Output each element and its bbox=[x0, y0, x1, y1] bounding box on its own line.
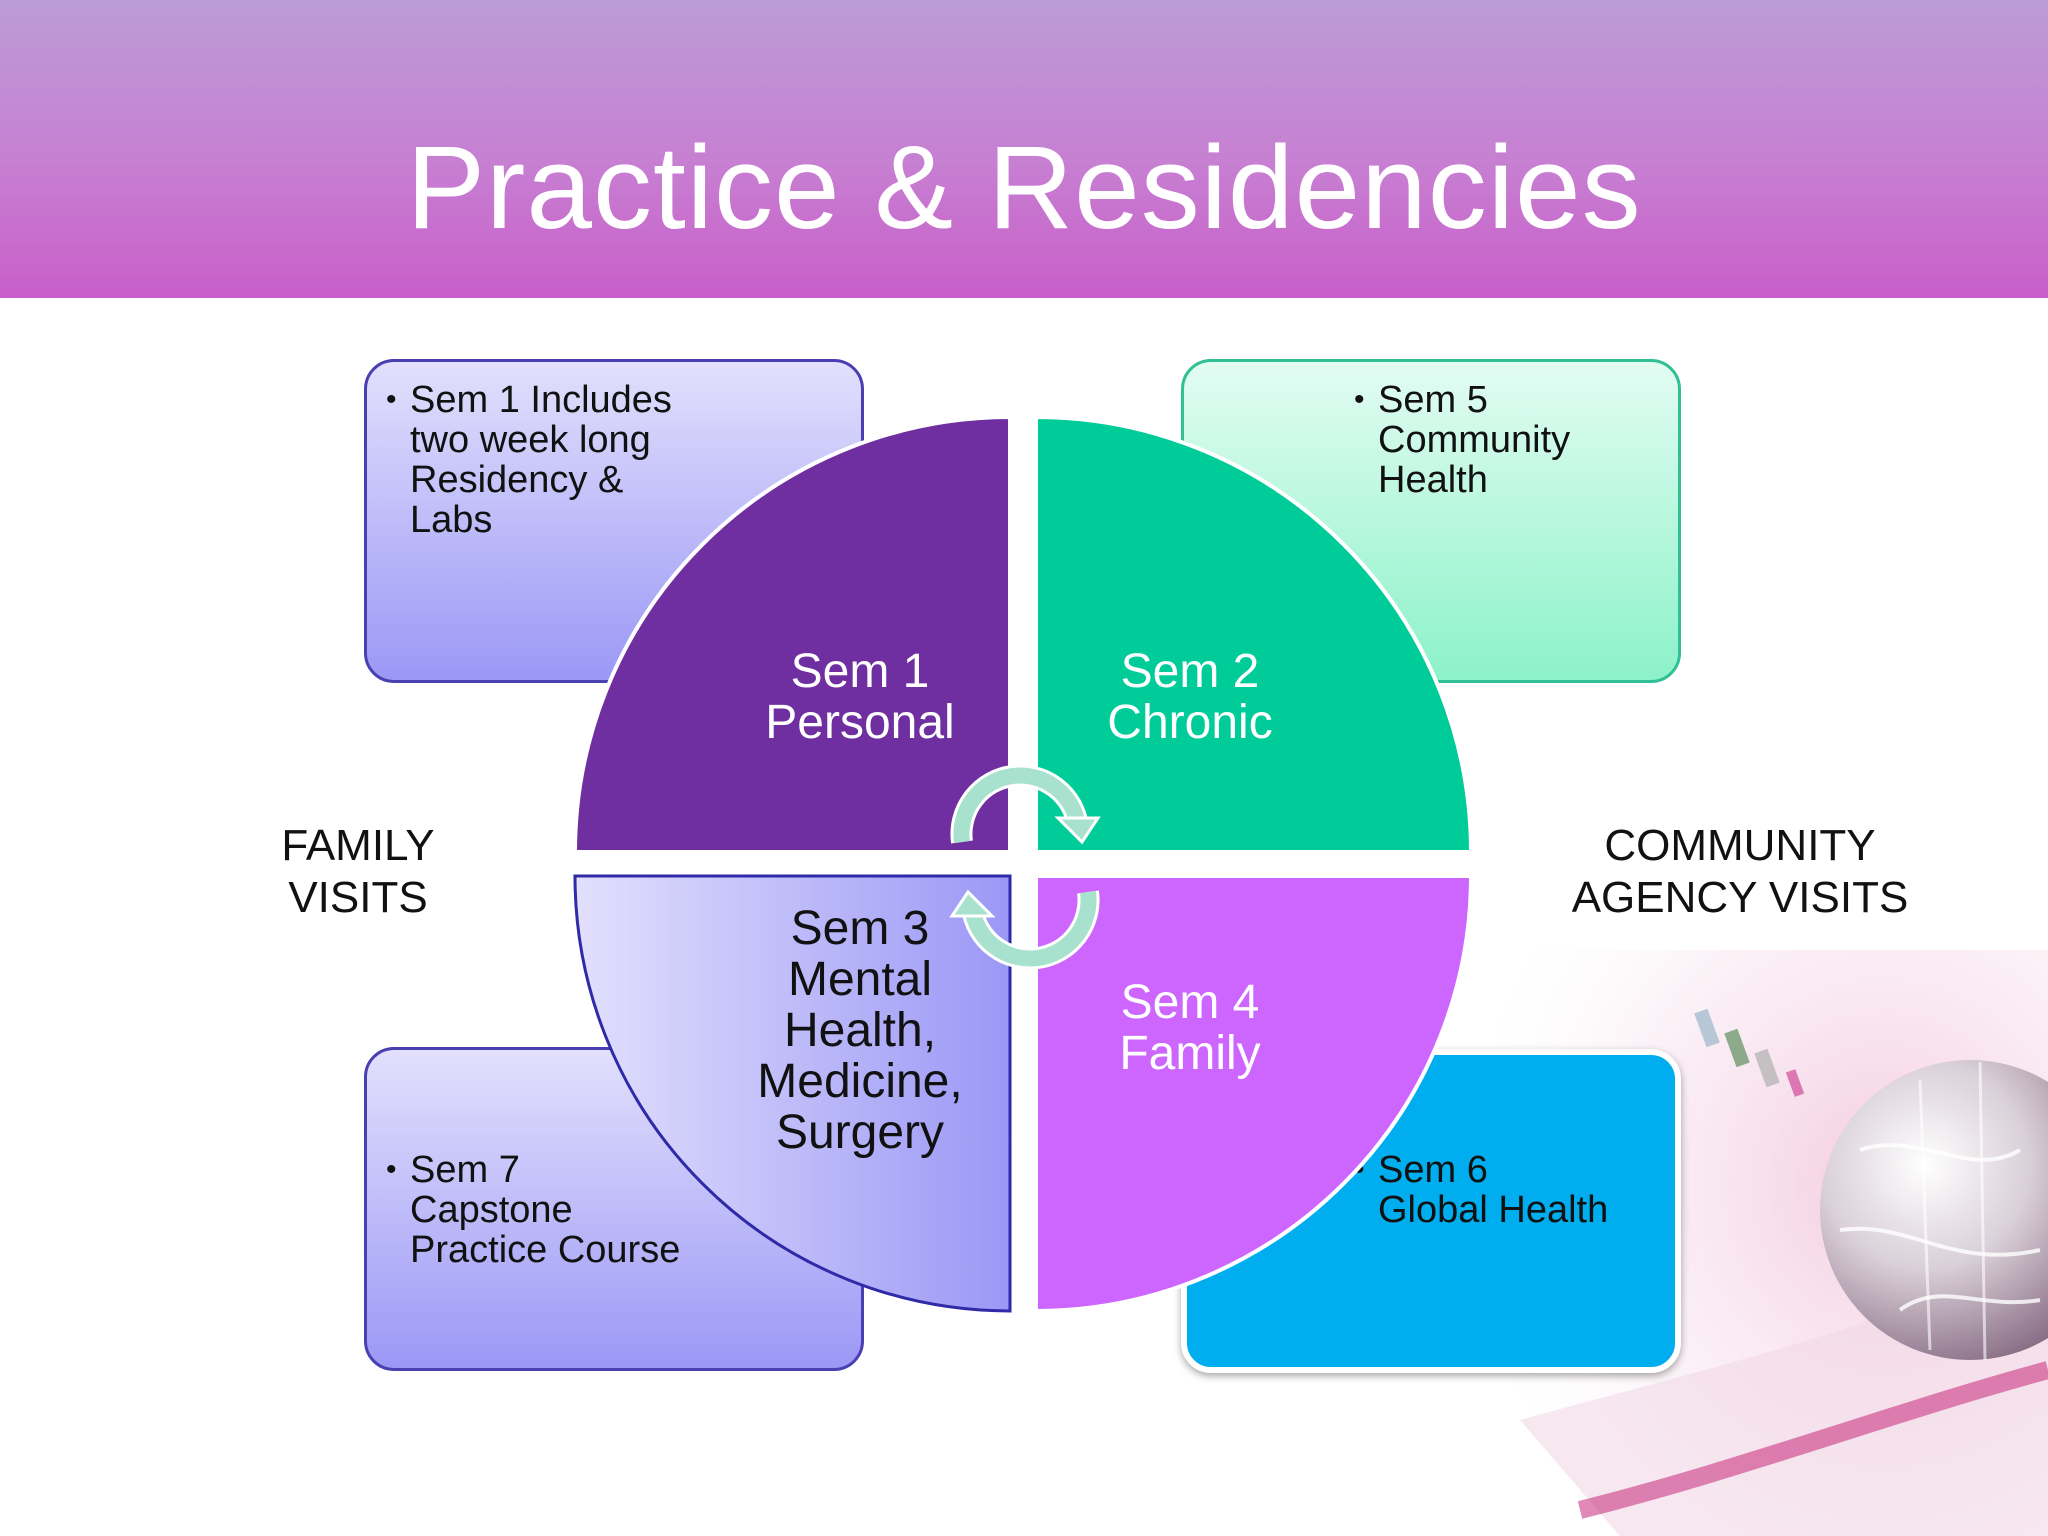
sem7-bullet-text: Sem 7 Capstone Practice Course bbox=[386, 1150, 680, 1270]
quadrant-sem2 bbox=[1034, 414, 1474, 854]
sem1-bullet-text: Sem 1 Includes two week long Residency &… bbox=[386, 380, 672, 540]
quadrant-sem4-label: Sem 4 Family bbox=[1119, 976, 1261, 1080]
family-visits-label: FAMILY VISITS bbox=[281, 821, 435, 922]
community-agency-visits-label: COMMUNITY AGENCY VISITS bbox=[1571, 821, 1909, 922]
quadrant-sem3-label: Sem 3 Mental Health, Medicine, Surgery bbox=[757, 902, 963, 1159]
circular-arrows-icon bbox=[949, 764, 1101, 970]
quadrant-sem3 bbox=[573, 874, 1012, 1313]
quadrant-sem4 bbox=[1034, 874, 1474, 1314]
sem6-bullet-text: Sem 6 Global Health bbox=[1354, 1150, 1608, 1230]
quadrant-sem1 bbox=[572, 414, 1012, 854]
sem5-bullet-text: Sem 5 Community Health bbox=[1354, 380, 1570, 500]
slide-title: Practice & Residencies bbox=[406, 122, 1642, 254]
title-banner bbox=[0, 0, 2048, 298]
quadrant-sem1-label: Sem 1 Personal bbox=[765, 645, 955, 749]
quadrant-sem2-label: Sem 2 Chronic bbox=[1107, 645, 1273, 749]
